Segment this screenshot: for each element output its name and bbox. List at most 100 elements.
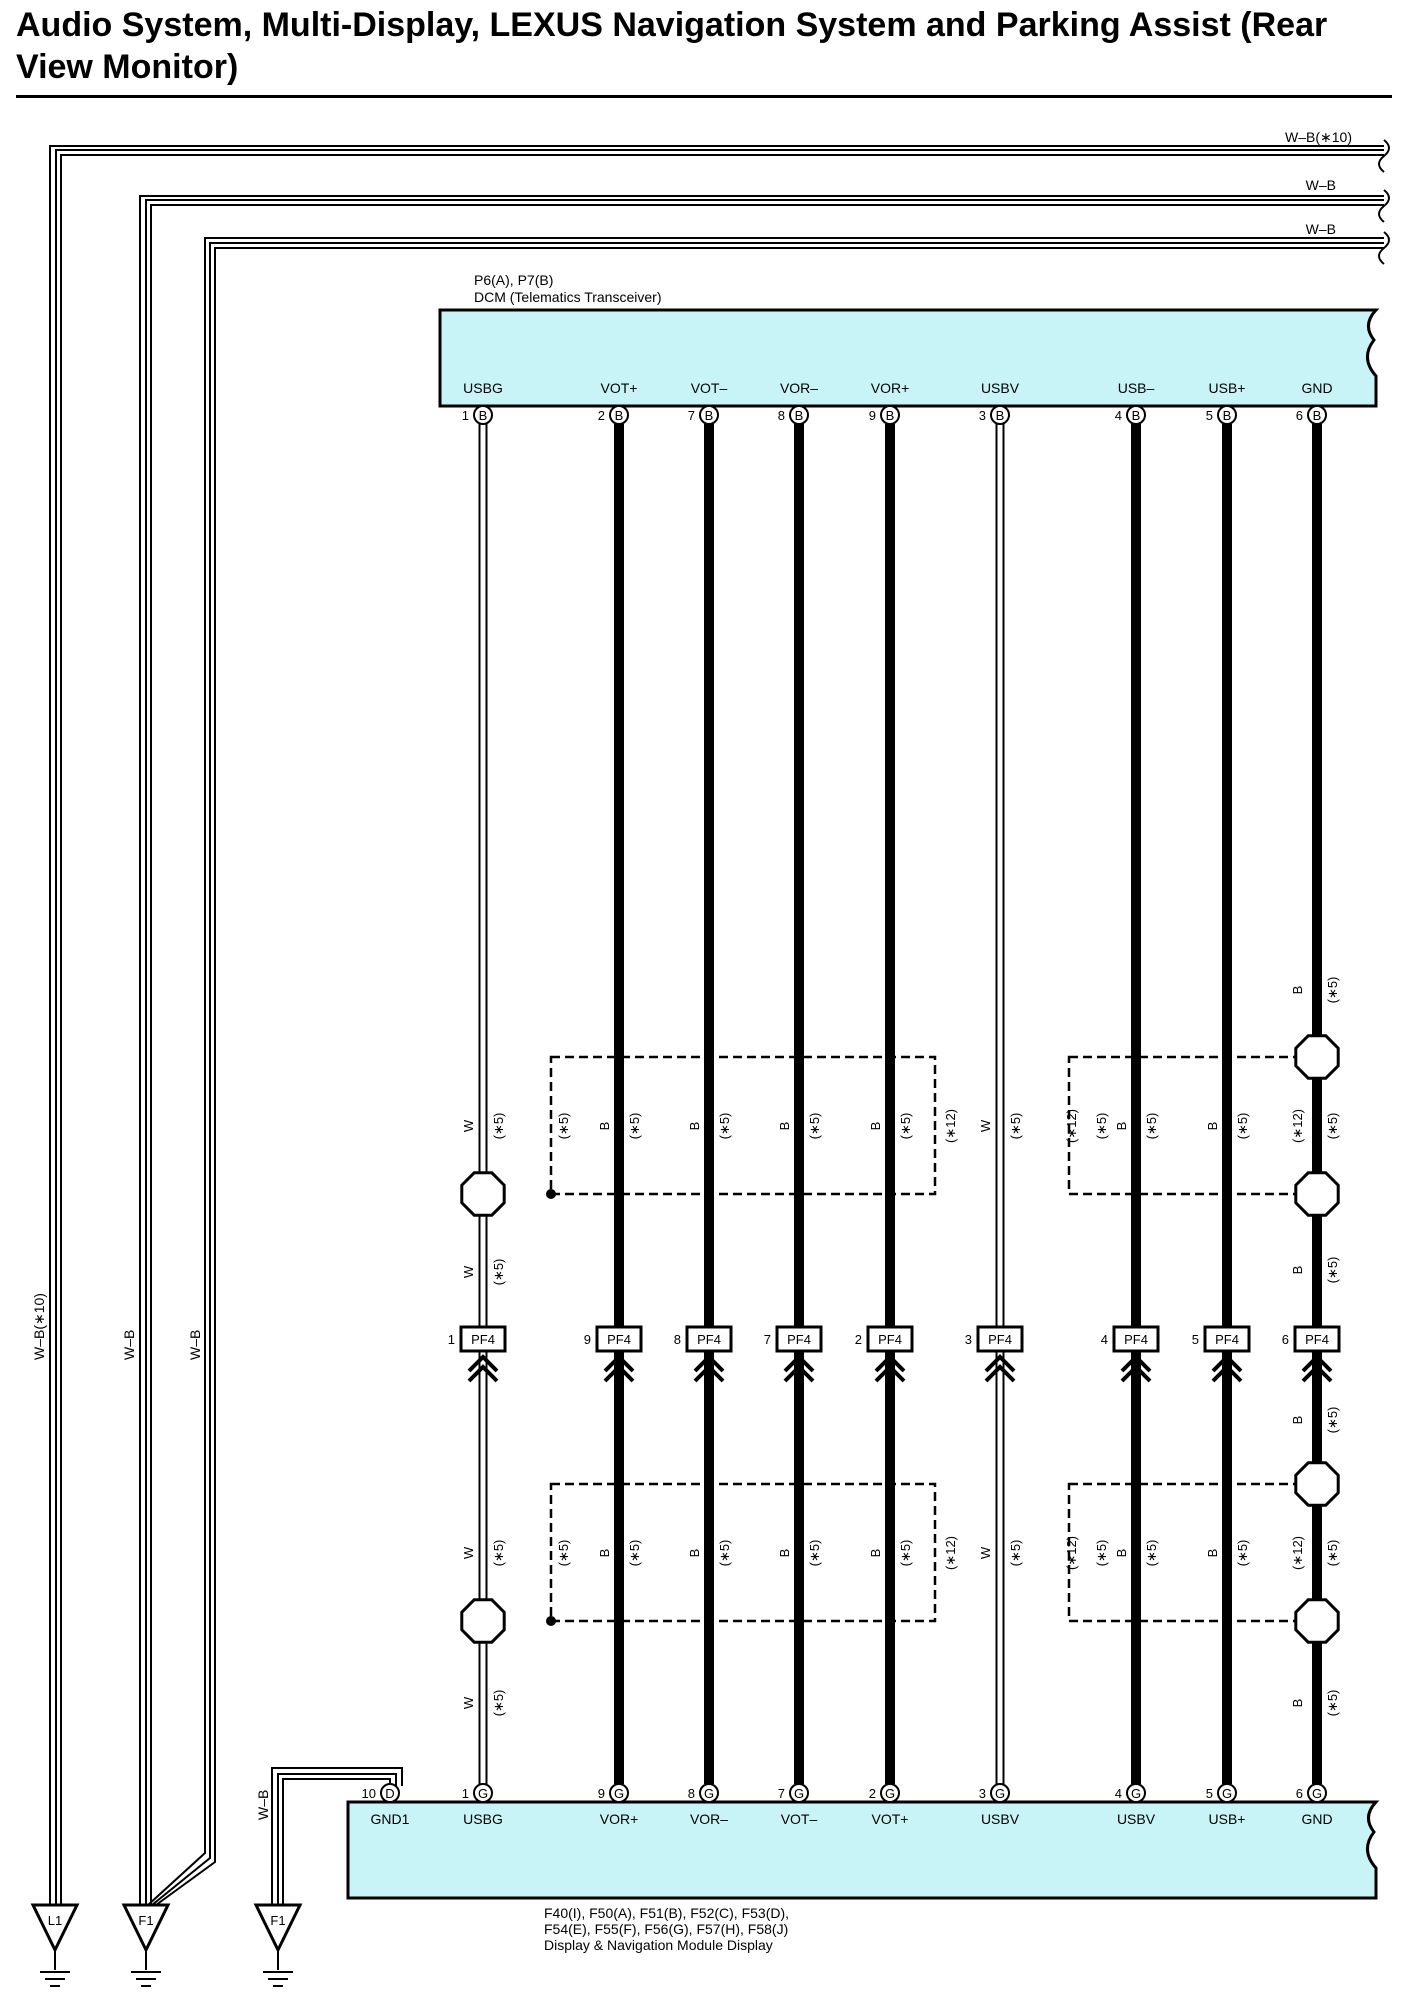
dcm-pin-label: VOR– [780,380,818,396]
dcm-pin-terminal [1126,405,1146,425]
pf4-pin-number: 8 [674,1332,681,1347]
splice-marker [1294,1598,1340,1644]
pf4-connector-label: PF4 [1305,1332,1329,1347]
module-pin-label: VOT+ [872,1811,909,1827]
pf4-connector-label: PF4 [471,1332,495,1347]
module-pin-label: USBG [463,1811,503,1827]
module-pin-terminal [473,1783,493,1803]
note-label: (∗5) [717,1540,732,1567]
module-pin-number: 8 [688,1786,695,1801]
module-component-box [346,1800,1380,1900]
note-label: (∗5) [1235,1113,1250,1140]
module-pin-label: USBV [981,1811,1020,1827]
note-label: (∗5) [898,1540,913,1567]
pf4-connector [685,1325,733,1353]
splice-marker [1294,1034,1340,1080]
wire-color-label: B [868,1549,883,1558]
dcm-pin-connector: B [1313,408,1322,423]
module-pin-terminal [609,1783,629,1803]
module-pin-number: 3 [979,1786,986,1801]
module-pin-connector: G [794,1786,804,1801]
shield-box-upper-right [1067,1055,1322,1196]
module-pin-connector: G [614,1786,624,1801]
pf4-pin-number: 4 [1101,1332,1108,1347]
dcm-pin-terminal [609,405,629,425]
pf4-pin-number: 2 [855,1332,862,1347]
note-label: (∗5) [1325,1540,1340,1567]
pf4-chevron [984,1354,1016,1383]
note-label: (∗12) [943,1536,958,1570]
pf4-pin-number: 6 [1282,1332,1289,1347]
dcm-pin-terminal [1217,405,1237,425]
wire-color-label: B [777,1122,792,1131]
dcm-pin-connector: B [615,408,624,423]
note-label: (∗5) [556,1540,571,1567]
pf4-pin-number: 9 [584,1332,591,1347]
dcm-pin-number: 7 [688,408,695,423]
dcm-pin-number: 6 [1296,408,1303,423]
module-pin-label: VOR– [690,1811,728,1827]
wire-color-label: B [1205,1122,1220,1131]
wire-color-label: W [461,1119,476,1132]
wire-color-label: B [1290,986,1305,995]
module-pin-terminal [789,1783,809,1803]
module-pin-terminal [880,1783,900,1803]
dcm-pin-connector: B [1223,408,1232,423]
dcm-pin-terminal [880,405,900,425]
ground-wire-lines [49,145,1384,1906]
module-pin-number: 1 [462,1786,469,1801]
ground-wire-label-1: W–B(∗10) [1285,129,1352,145]
dcm-connector-ids: P6(A), P7(B) [474,272,553,288]
dcm-pin-label: USBV [981,380,1020,396]
note-label: (∗5) [1144,1540,1159,1567]
ground-wire-label-3: W–B [1306,221,1336,237]
pf4-connector-label: PF4 [1215,1332,1239,1347]
module-pin-connector: G [1131,1786,1141,1801]
dcm-pin-terminal [699,405,719,425]
module-pin-terminal [699,1783,719,1803]
dcm-pin-connector: B [705,408,714,423]
module-connector-ids-1: F40(I), F50(A), F51(B), F52(C), F53(D), [544,1905,789,1921]
dcm-pin-number: 8 [778,408,785,423]
note-label: (∗12) [1064,1536,1079,1570]
wire-color-label: W [461,1265,476,1278]
note-label: (∗12) [1290,1109,1305,1143]
dcm-pin-terminal [1307,405,1327,425]
dcm-pin-label: USB– [1118,380,1155,396]
wire-color-label: B [868,1122,883,1131]
note-label: (∗5) [1325,977,1340,1004]
wire-color-label: B [1114,1549,1129,1558]
ground-label-f1-second: F1 [270,1913,285,1928]
module-pin-terminal [1307,1783,1327,1803]
module-pin-connector: D [385,1786,394,1801]
module-pin-connector: G [1312,1786,1322,1801]
pf4-connector [1112,1325,1160,1353]
note-label: (∗5) [627,1113,642,1140]
module-pin-connector: G [885,1786,895,1801]
pf4-chevron [467,1354,499,1383]
pf4-chevron [1211,1354,1243,1383]
module-pin-number: 7 [778,1786,785,1801]
pf4-pin-number: 7 [764,1332,771,1347]
module-pin-connector: G [1222,1786,1232,1801]
splice-marker [460,1171,506,1217]
module-pin-number: 4 [1115,1786,1122,1801]
dcm-pin-terminal [789,405,809,425]
pf4-chevron [1120,1354,1152,1383]
pf4-connector [775,1325,823,1353]
pf4-pin-number: 1 [448,1332,455,1347]
dcm-pin-label: VOT+ [601,380,638,396]
dcm-pin-connector: B [996,408,1005,423]
wire-break-marks [1378,139,1390,265]
module-pin-connector: G [704,1786,714,1801]
note-label: (∗5) [1008,1540,1023,1567]
pf4-pin-number: 3 [965,1332,972,1347]
dcm-pin-terminal [990,405,1010,425]
note-label: (∗5) [627,1540,642,1567]
wire-color-label: B [1290,1416,1305,1425]
wire-color-label: W [978,1546,993,1559]
ground-label-f1: F1 [138,1913,153,1928]
note-label: (∗5) [807,1113,822,1140]
shield-box-lower-right [1067,1482,1322,1623]
